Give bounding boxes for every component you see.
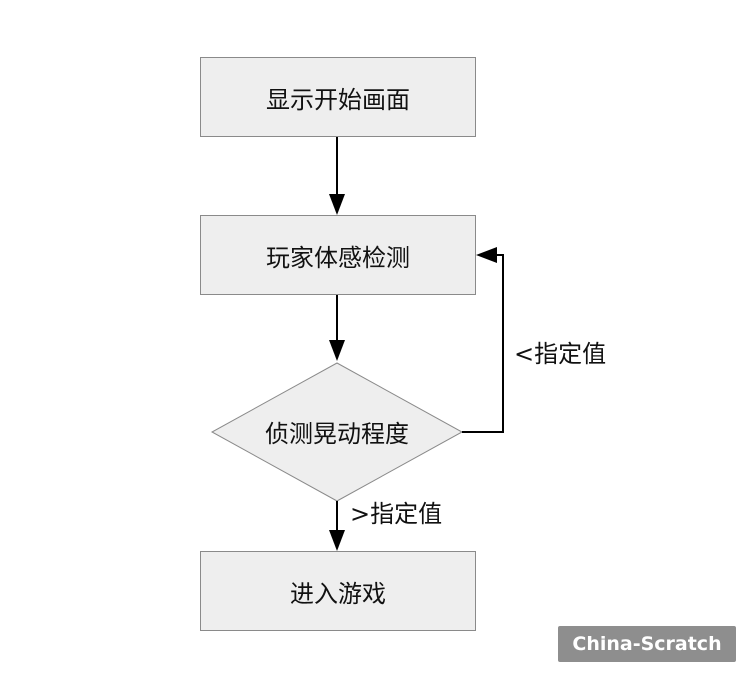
arrowhead-decision-to-enter: [329, 530, 345, 551]
arrowhead-loop-back: [476, 247, 497, 263]
watermark: China-Scratch: [558, 626, 736, 662]
arrowhead-detect-to-decision: [329, 340, 345, 361]
arrow-loop-back: [462, 254, 504, 433]
node-detect: 玩家体感检测: [200, 215, 476, 295]
node-enter-label: 进入游戏: [290, 579, 386, 608]
arrowhead-start-to-detect: [329, 194, 345, 215]
node-start-label: 显示开始画面: [266, 85, 410, 114]
edge-label-greater-than: >指定值: [350, 500, 443, 528]
node-decision-label: 侦测晃动程度: [265, 420, 409, 448]
node-detect-label: 玩家体感检测: [266, 243, 410, 272]
edge-label-less-than: <指定值: [514, 340, 607, 368]
node-start: 显示开始画面: [200, 57, 476, 137]
node-enter: 进入游戏: [200, 551, 476, 631]
